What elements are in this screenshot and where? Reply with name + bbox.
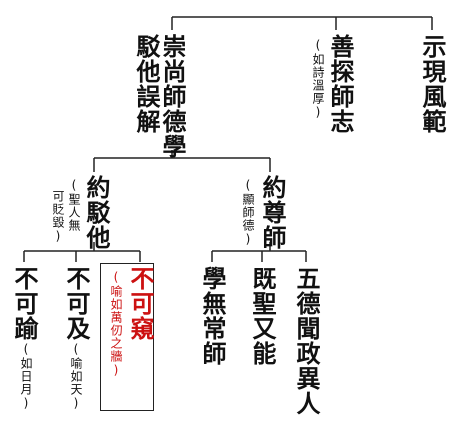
node-mid-left-note-1: (聖人無	[67, 178, 81, 232]
node-leaf5-title: 既聖又能	[248, 266, 277, 366]
node-top-left-title: 崇尚師德學	[158, 34, 187, 159]
node-leaf4-title: 學無常師	[198, 266, 227, 366]
node-mid-left-title: 約駁他	[82, 175, 111, 250]
node-leaf3-title: 不可窺	[126, 266, 155, 341]
highlight-box	[100, 263, 154, 411]
node-top-mid-title: 善探師志	[326, 34, 355, 134]
node-mid-left-note-2: 可貶毀)	[51, 190, 65, 244]
node-mid-right-note: (顯師德)	[241, 178, 255, 247]
node-leaf2-title: 不可及	[62, 266, 91, 341]
node-leaf1-title: 不可踰	[10, 266, 39, 341]
node-leaf2-note: (喻如天)	[69, 342, 83, 411]
node-top-mid-note: (如詩溫厚)	[311, 38, 325, 120]
node-leaf1-note: (如日月)	[19, 342, 33, 411]
node-mid-right-title: 約尊師	[258, 175, 287, 250]
node-top-left-subtitle: 駁他誤解	[132, 34, 161, 134]
node-leaf3-note: (喻如萬仞之牆)	[109, 270, 123, 378]
node-leaf6-title: 五德聞政異人	[292, 266, 321, 416]
node-top-right-title: 示現風範	[418, 34, 447, 134]
